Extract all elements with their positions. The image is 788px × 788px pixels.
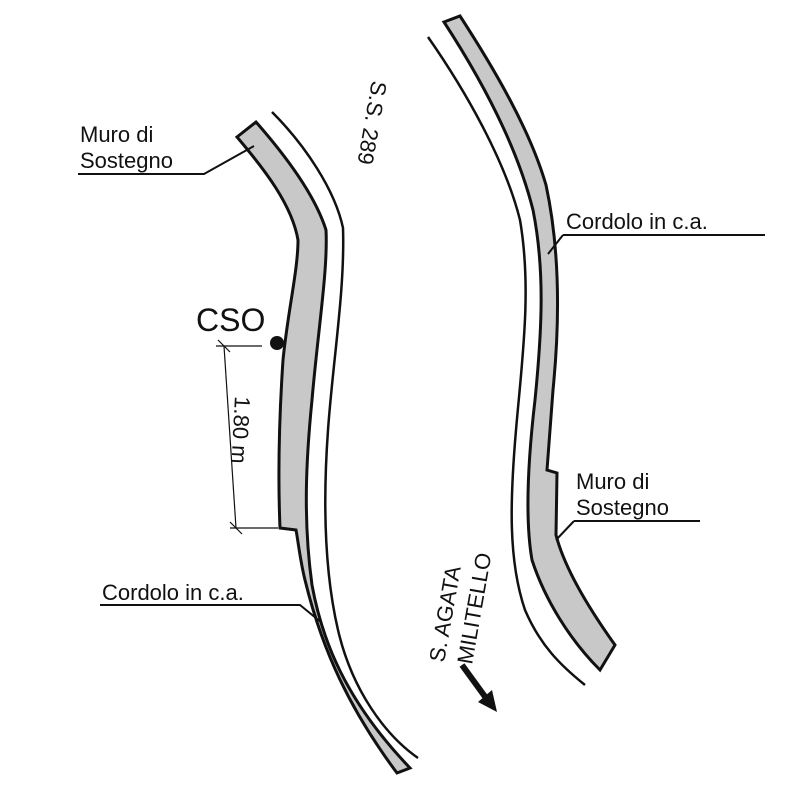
right-road-edge	[426, 36, 586, 686]
leader-cordolo-right	[547, 234, 765, 255]
label-road: S.S. 289	[352, 79, 391, 166]
leader-cordolo-left	[100, 604, 323, 624]
label-muro-left-1: Muro di	[80, 122, 153, 147]
dimension-line	[216, 339, 278, 535]
label-muro-left-2: Sostegno	[80, 148, 173, 173]
label-dimension: 1.80 m	[226, 396, 254, 464]
label-muro-right-2: Sostegno	[576, 495, 669, 520]
left-wall-strip	[234, 119, 413, 775]
label-muro-right-1: Muro di	[576, 469, 649, 494]
leader-muro-left	[78, 145, 255, 175]
direction-arrow-icon	[459, 663, 497, 712]
leader-muro-right	[555, 520, 700, 541]
label-cordolo-right: Cordolo in c.a.	[566, 209, 708, 234]
label-cso: CSO	[196, 302, 265, 338]
right-wall-strip	[441, 14, 617, 673]
left-road-edge	[271, 111, 419, 760]
cso-point-marker	[270, 336, 284, 350]
label-cordolo-left: Cordolo in c.a.	[102, 580, 244, 605]
